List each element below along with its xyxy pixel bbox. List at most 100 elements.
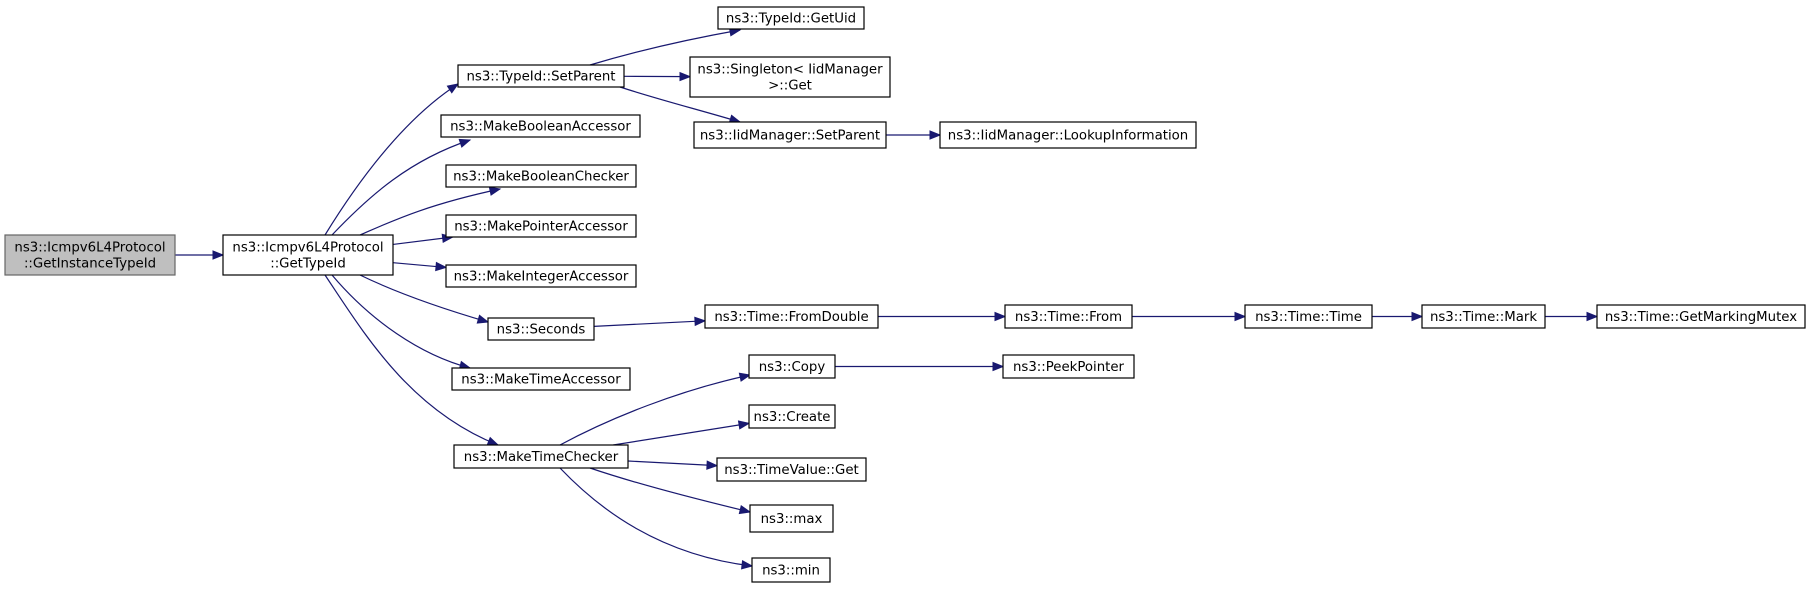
node-box-intacc[interactable] bbox=[445, 264, 637, 288]
node-label-create-0: ns3::Create bbox=[754, 410, 831, 425]
node-lookup[interactable]: ns3::IidManager::LookupInformation bbox=[939, 121, 1197, 149]
node-min[interactable]: ns3::min bbox=[751, 557, 831, 583]
edge-from-time bbox=[1132, 311, 1247, 322]
node-peek[interactable]: ns3::PeekPointer bbox=[1002, 354, 1135, 379]
edge-arrowhead-iidsetparent-lookup bbox=[929, 130, 942, 140]
node-box-root[interactable] bbox=[4, 234, 176, 276]
edge-gettypeid-boolchk bbox=[359, 186, 502, 236]
node-label-boolchk-0: ns3::MakeBooleanChecker bbox=[453, 170, 629, 185]
node-tvget[interactable]: ns3::TimeValue::Get bbox=[716, 457, 867, 482]
node-label-max-0: ns3::max bbox=[761, 512, 823, 527]
node-box-timechk[interactable] bbox=[453, 444, 629, 469]
edge-arrowhead-timechk-create bbox=[737, 420, 751, 430]
edge-arrowhead-gettypeid-boolchk bbox=[488, 186, 502, 196]
edge-fromdouble-from bbox=[878, 311, 1007, 322]
node-label-root-0: ns3::Icmpv6L4Protocol bbox=[14, 241, 165, 256]
edge-arrowhead-gettypeid-timechk bbox=[486, 436, 500, 446]
edge-gettypeid-timechk bbox=[324, 274, 500, 446]
node-from[interactable]: ns3::Time::From bbox=[1004, 304, 1133, 329]
node-timechk[interactable]: ns3::MakeTimeChecker bbox=[453, 444, 629, 469]
edge-timechk-max bbox=[589, 467, 752, 515]
edge-gettypeid-intacc bbox=[392, 261, 448, 272]
node-box-min[interactable] bbox=[751, 557, 831, 583]
node-label-intacc-0: ns3::MakeIntegerAccessor bbox=[454, 270, 629, 285]
node-box-ptracc[interactable] bbox=[445, 214, 637, 238]
node-box-time[interactable] bbox=[1244, 304, 1373, 329]
node-box-create[interactable] bbox=[748, 404, 836, 429]
node-box-from[interactable] bbox=[1004, 304, 1133, 329]
edge-arrowhead-from-time bbox=[1234, 311, 1247, 322]
node-label-iidsetparent-0: ns3::IidManager::SetParent bbox=[700, 129, 880, 144]
node-time[interactable]: ns3::Time::Time bbox=[1244, 304, 1373, 329]
node-box-max[interactable] bbox=[749, 504, 834, 533]
edge-line-timechk-max bbox=[589, 467, 751, 513]
node-seconds[interactable]: ns3::Seconds bbox=[487, 317, 595, 341]
node-box-mark[interactable] bbox=[1421, 304, 1546, 329]
node-box-iidsetparent[interactable] bbox=[693, 121, 887, 149]
edge-timechk-create bbox=[613, 420, 751, 446]
node-root[interactable]: ns3::Icmpv6L4Protocol::GetInstanceTypeId bbox=[4, 234, 176, 276]
node-timeacc[interactable]: ns3::MakeTimeAccessor bbox=[451, 367, 631, 391]
node-label-ptracc-0: ns3::MakePointerAccessor bbox=[454, 220, 628, 235]
edge-line-seconds-fromdouble bbox=[593, 320, 706, 327]
edge-gettypeid-ptracc bbox=[392, 233, 454, 246]
node-singleton[interactable]: ns3::Singleton< IidManager>::Get bbox=[689, 56, 891, 98]
node-setparent[interactable]: ns3::TypeId::SetParent bbox=[457, 64, 625, 88]
node-getuid[interactable]: ns3::TypeId::GetUid bbox=[717, 6, 865, 30]
node-box-gettypeid[interactable] bbox=[222, 234, 394, 276]
node-create[interactable]: ns3::Create bbox=[748, 404, 836, 429]
edge-line-setparent-iidsetparent bbox=[619, 86, 741, 123]
node-box-seconds[interactable] bbox=[487, 317, 595, 341]
node-boolacc[interactable]: ns3::MakeBooleanAccessor bbox=[440, 114, 641, 138]
edge-line-gettypeid-seconds bbox=[359, 274, 489, 323]
edge-root-gettypeid bbox=[175, 250, 225, 260]
node-box-getuid[interactable] bbox=[717, 6, 865, 30]
node-intacc[interactable]: ns3::MakeIntegerAccessor bbox=[445, 264, 637, 288]
node-box-peek[interactable] bbox=[1002, 354, 1135, 379]
edges-layer bbox=[175, 27, 1599, 570]
node-box-boolchk[interactable] bbox=[445, 164, 637, 188]
node-label-timechk-0: ns3::MakeTimeChecker bbox=[464, 450, 619, 465]
edge-line-gettypeid-setparent bbox=[324, 83, 459, 236]
node-fromdouble[interactable]: ns3::Time::FromDouble bbox=[704, 304, 879, 329]
node-label-mark-0: ns3::Time::Mark bbox=[1430, 310, 1537, 325]
node-box-boolacc[interactable] bbox=[440, 114, 641, 138]
node-box-tvget[interactable] bbox=[716, 457, 867, 482]
node-box-lookup[interactable] bbox=[939, 121, 1197, 149]
node-label-timeacc-0: ns3::MakeTimeAccessor bbox=[461, 373, 621, 388]
node-label-root-1: ::GetInstanceTypeId bbox=[24, 257, 156, 272]
edge-time-mark bbox=[1372, 311, 1424, 322]
edge-line-timechk-min bbox=[559, 467, 753, 567]
edge-arrowhead-root-gettypeid bbox=[212, 250, 225, 260]
edge-seconds-fromdouble bbox=[593, 316, 707, 327]
node-iidsetparent[interactable]: ns3::IidManager::SetParent bbox=[693, 121, 887, 149]
edge-arrowhead-time-mark bbox=[1411, 311, 1424, 322]
node-label-peek-0: ns3::PeekPointer bbox=[1013, 360, 1125, 375]
edge-setparent-singleton bbox=[623, 71, 692, 82]
node-label-mutex-0: ns3::Time::GetMarkingMutex bbox=[1605, 310, 1797, 325]
edge-arrowhead-gettypeid-setparent bbox=[446, 83, 460, 94]
edge-arrowhead-fromdouble-from bbox=[994, 311, 1007, 322]
node-box-setparent[interactable] bbox=[457, 64, 625, 88]
edge-arrowhead-gettypeid-seconds bbox=[476, 314, 490, 324]
node-box-fromdouble[interactable] bbox=[704, 304, 879, 329]
edge-arrowhead-timechk-tvget bbox=[706, 460, 719, 470]
node-mark[interactable]: ns3::Time::Mark bbox=[1421, 304, 1546, 329]
edge-arrowhead-timechk-max bbox=[738, 504, 752, 515]
node-label-from-0: ns3::Time::From bbox=[1015, 310, 1122, 325]
node-label-gettypeid-1: ::GetTypeId bbox=[270, 257, 346, 272]
node-label-gettypeid-0: ns3::Icmpv6L4Protocol bbox=[232, 241, 383, 256]
node-max[interactable]: ns3::max bbox=[749, 504, 834, 533]
node-boolchk[interactable]: ns3::MakeBooleanChecker bbox=[445, 164, 637, 188]
edge-arrowhead-seconds-fromdouble bbox=[694, 316, 707, 327]
node-box-copy[interactable] bbox=[748, 354, 836, 379]
edge-gettypeid-timeacc bbox=[331, 274, 472, 370]
node-box-timeacc[interactable] bbox=[451, 367, 631, 391]
node-ptracc[interactable]: ns3::MakePointerAccessor bbox=[445, 214, 637, 238]
node-box-mutex[interactable] bbox=[1596, 304, 1806, 329]
node-box-singleton[interactable] bbox=[689, 56, 891, 98]
node-gettypeid[interactable]: ns3::Icmpv6L4Protocol::GetTypeId bbox=[222, 234, 394, 276]
node-copy[interactable]: ns3::Copy bbox=[748, 354, 836, 379]
edge-gettypeid-setparent bbox=[324, 83, 460, 236]
node-mutex[interactable]: ns3::Time::GetMarkingMutex bbox=[1596, 304, 1806, 329]
